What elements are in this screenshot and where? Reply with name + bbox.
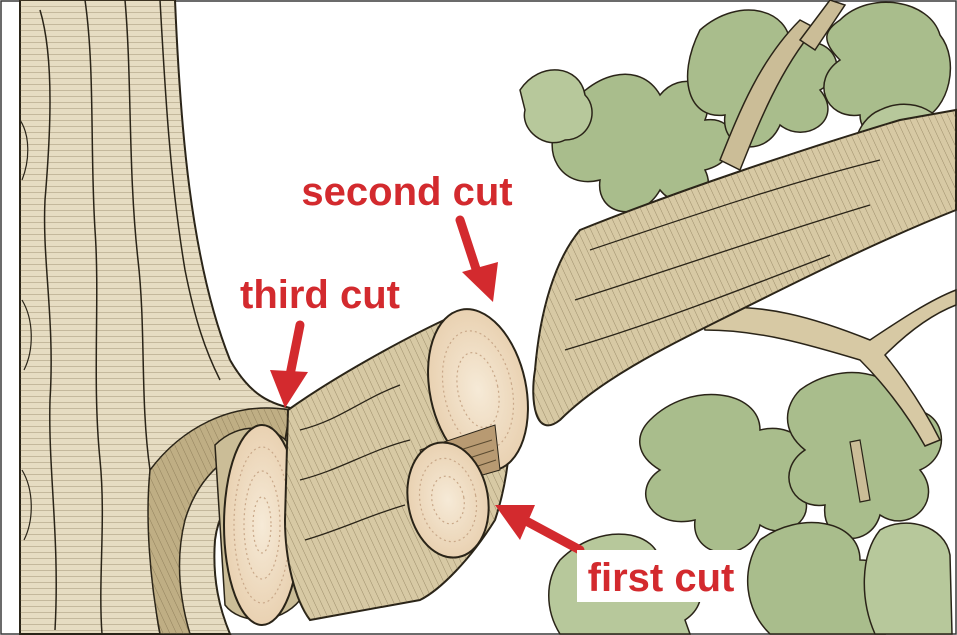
label-first-cut: first cut xyxy=(588,556,735,600)
label-third-cut: third cut xyxy=(240,273,400,317)
label-second-cut: second cut xyxy=(301,170,512,214)
